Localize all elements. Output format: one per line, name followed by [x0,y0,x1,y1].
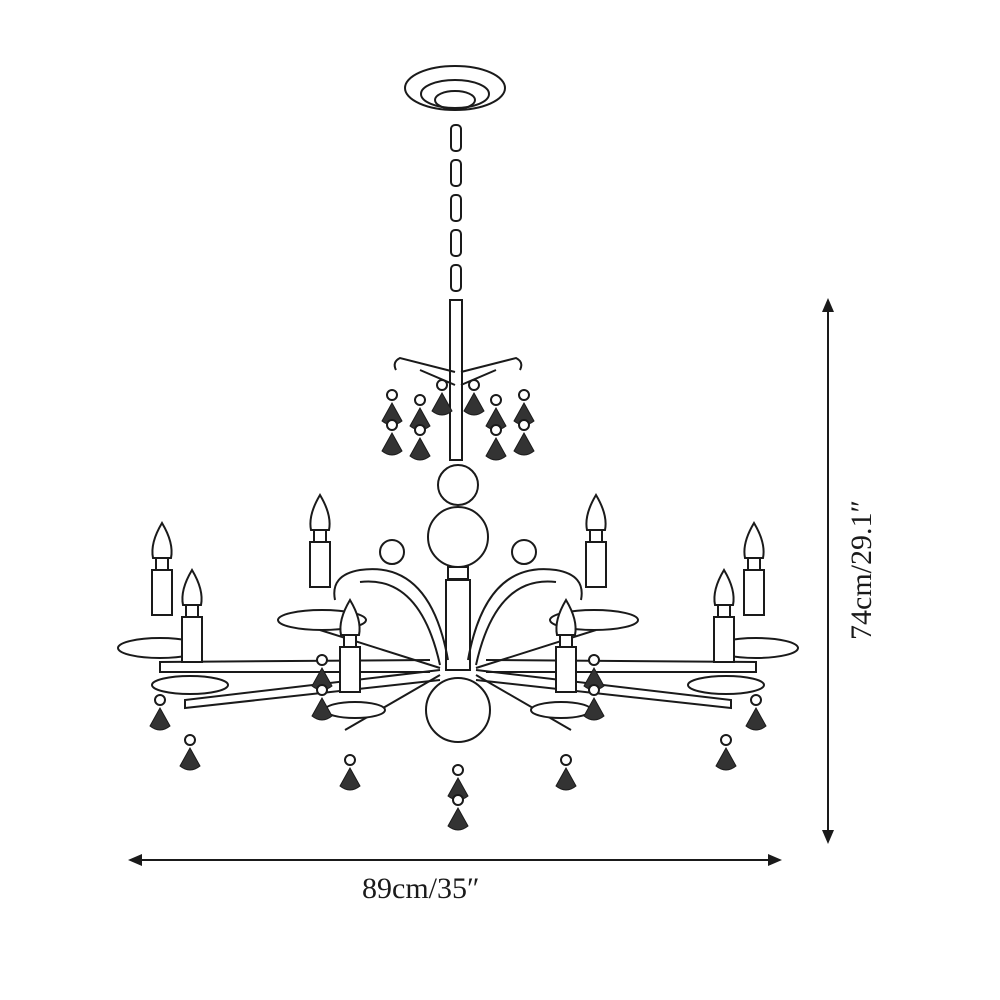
height-label: 74cm/29.1″ [845,500,878,640]
width-dimension-arrow [128,854,782,866]
height-dimension-arrow [822,298,834,844]
width-label: 89cm/35″ [362,872,480,905]
chain [450,124,462,292]
